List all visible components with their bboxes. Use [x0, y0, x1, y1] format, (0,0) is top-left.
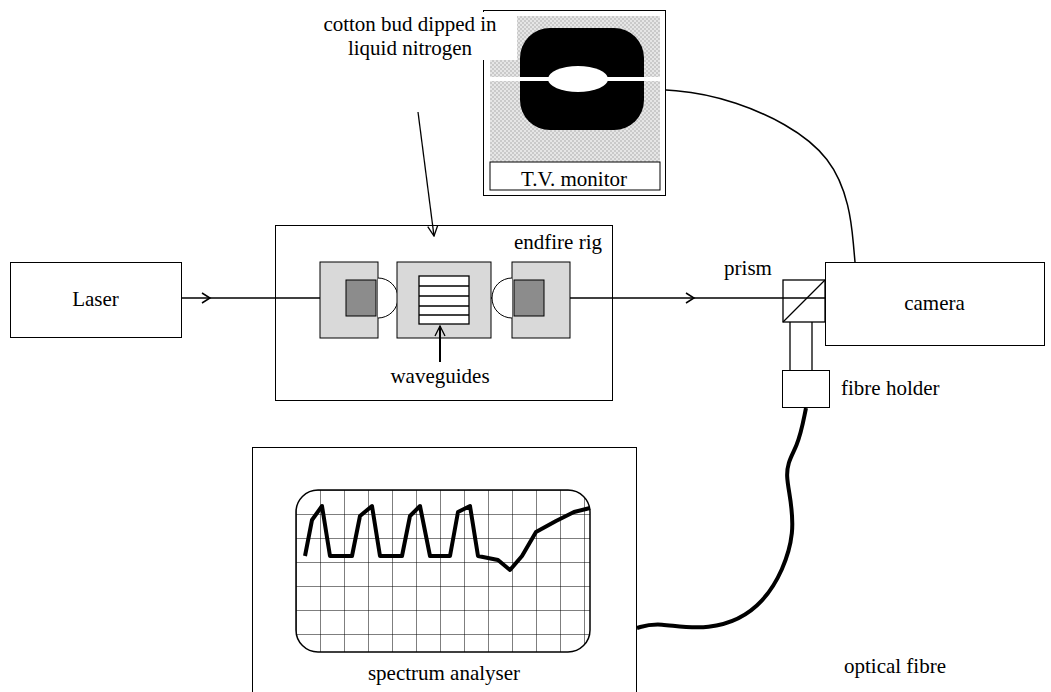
lens-holder — [492, 262, 570, 338]
pointer-arrow — [439, 326, 441, 362]
callout-label: cotton bud dipped in liquid nitrogen — [303, 12, 517, 60]
laser-box: Laser — [10, 262, 182, 338]
node-label: camera — [904, 291, 965, 315]
callout-label: waveguides — [388, 364, 491, 388]
camera-box: camera — [825, 262, 1045, 346]
node-label: endfire rig — [514, 230, 602, 254]
pointer-arrow — [418, 112, 434, 236]
video-cable — [666, 90, 855, 262]
node-label: T.V. monitor — [521, 167, 627, 191]
analyser-screen — [296, 490, 590, 652]
node-label: Laser — [72, 287, 119, 311]
prism — [783, 280, 825, 370]
optical-fibre — [637, 408, 806, 628]
part-label: prism — [722, 256, 774, 280]
laser-beam — [182, 297, 275, 299]
waveguide-block — [397, 262, 491, 338]
laser-beam — [613, 297, 825, 299]
node-label: fibre holder — [841, 376, 940, 400]
lens-holder — [320, 262, 398, 338]
spectrum-analyser: spectrum analyser — [252, 447, 637, 692]
part-label: optical fibre — [842, 654, 948, 678]
fibre-holder: fibre holder — [782, 370, 830, 408]
node-label: spectrum analyser — [368, 661, 520, 685]
